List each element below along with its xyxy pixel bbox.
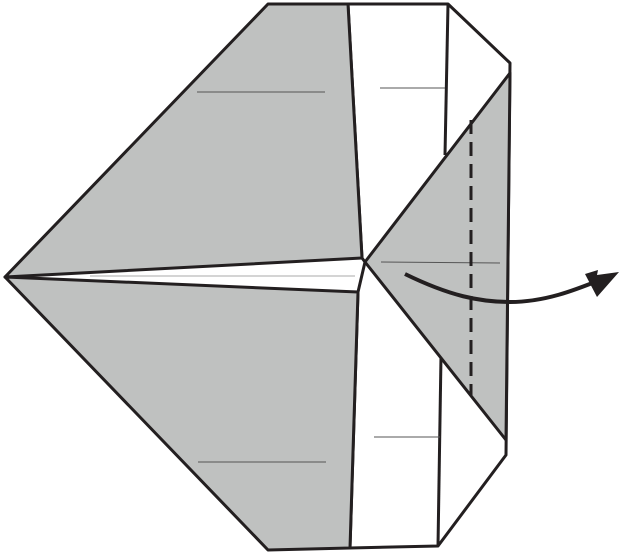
crease-lines: [90, 87, 501, 463]
inner-edge-bottom: [436, 355, 443, 547]
unfold-arrow: [404, 270, 619, 305]
arrow-shaft: [404, 272, 601, 305]
folded-paper: [3, 2, 512, 552]
arrowhead-icon: [585, 270, 619, 297]
right-colored-triangle-flap: [363, 71, 512, 442]
inner-edge-top: [443, 3, 450, 156]
lower-colored-flap: [3, 275, 360, 552]
upper-colored-flap: [3, 2, 364, 279]
crease-line: [380, 261, 501, 264]
